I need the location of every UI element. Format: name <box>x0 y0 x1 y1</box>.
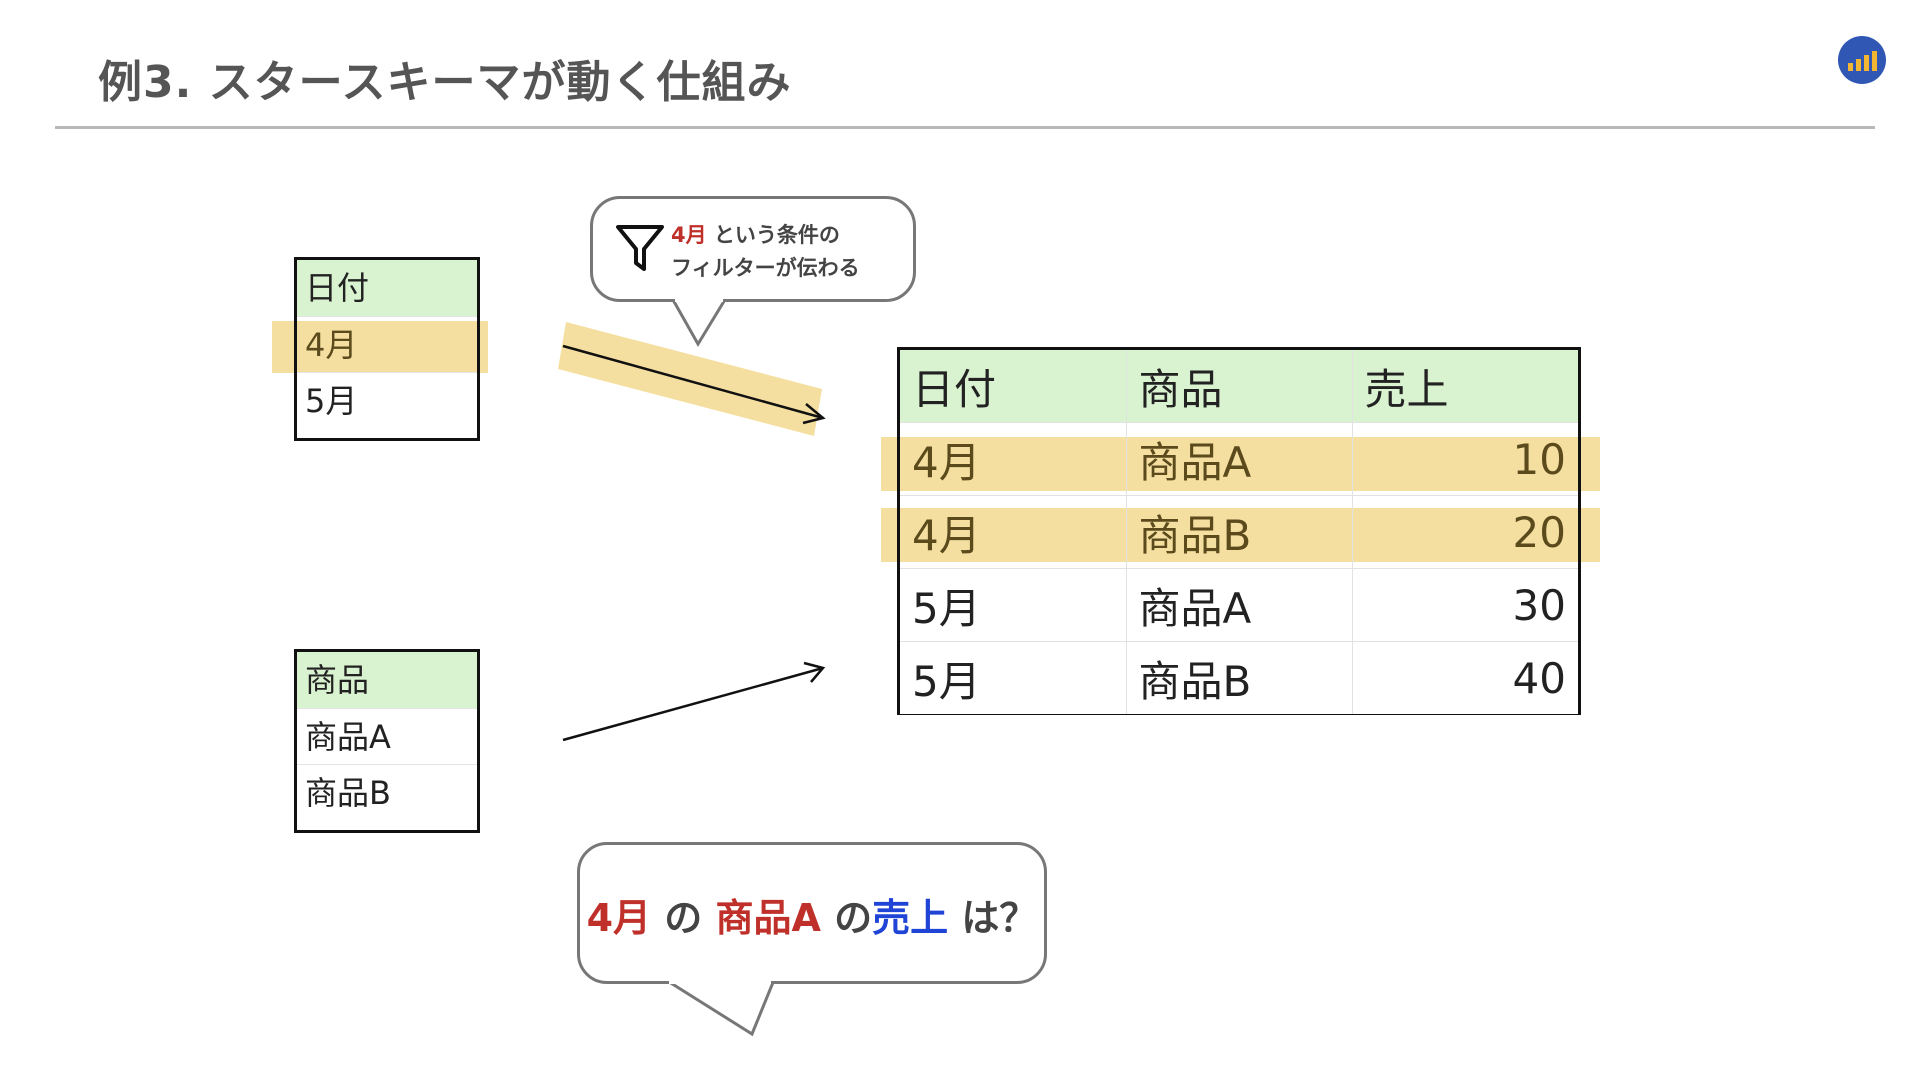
filter-icon <box>616 225 664 271</box>
date-filter-highlight <box>272 321 488 373</box>
fact-cell-sales: 30 <box>1351 568 1578 642</box>
filter-callout: 4月 という条件の フィルターが伝わる <box>590 196 916 302</box>
fact-row: 5月 商品B 40 <box>900 641 1578 714</box>
date-to-fact-arrow <box>562 344 824 420</box>
fact-cell-sales: 40 <box>1351 641 1578 714</box>
fact-header-date: 日付 <box>900 350 1126 423</box>
filter-text-line1: という条件の <box>706 223 840 247</box>
question-callout: 4月 の 商品A の売上 は？ <box>577 842 1047 984</box>
fact-cell-date: 4月 <box>900 422 1126 496</box>
question-sep: の <box>651 896 716 940</box>
title-divider <box>55 126 1875 129</box>
product-dimension-table: 商品 商品A 商品B <box>294 649 480 833</box>
fact-cell-date: 5月 <box>900 568 1126 642</box>
question-sep: の <box>820 896 873 940</box>
product-table-header: 商品 <box>297 652 477 708</box>
date-row-may: 5月 <box>297 372 477 428</box>
question-bubble-tail <box>660 978 777 1037</box>
fact-cell-sales: 20 <box>1351 495 1578 569</box>
fact-table: 日付 商品 売上 4月 商品A 10 4月 商品B 20 5月 商品A 30 <box>897 347 1581 715</box>
fact-row: 5月 商品A 30 <box>900 568 1578 642</box>
fact-header-product: 商品 <box>1125 350 1352 423</box>
filter-bubble-tail <box>669 296 729 347</box>
fact-cell-date: 4月 <box>900 495 1126 569</box>
question-month: 4月 <box>586 896 652 940</box>
filter-tail-mask <box>675 296 723 302</box>
filter-text-line2: フィルターが伝わる <box>671 256 860 280</box>
product-row-a: 商品A <box>297 708 477 764</box>
date-table-header: 日付 <box>297 260 477 316</box>
logo-icon <box>1838 36 1886 84</box>
filter-month-highlight: 4月 <box>671 223 707 247</box>
question-text: 4月 の 商品A の売上 は？ <box>580 887 1044 942</box>
fact-cell-product: 商品B <box>1125 495 1352 569</box>
question-sales: 売上 <box>872 896 949 940</box>
filter-flow-highlight <box>558 322 822 436</box>
fact-cell-product: 商品B <box>1125 641 1352 714</box>
product-to-fact-arrowhead <box>803 661 826 683</box>
product-to-fact-arrow <box>562 666 824 742</box>
fact-header-sales: 売上 <box>1351 350 1578 423</box>
fact-row: 4月 商品B 20 <box>900 495 1578 569</box>
fact-cell-date: 5月 <box>900 641 1126 714</box>
page-title: 例3. スタースキーマが動く仕組み <box>98 57 792 108</box>
filter-callout-text: 4月 という条件の フィルターが伝わる <box>671 219 860 285</box>
product-row-b: 商品B <box>297 764 477 820</box>
fact-row: 4月 商品A 10 <box>900 422 1578 496</box>
fact-cell-product: 商品A <box>1125 422 1352 496</box>
question-suffix: は？ <box>948 896 1038 940</box>
fact-cell-sales: 10 <box>1351 422 1578 496</box>
date-row-april: 4月 <box>297 316 477 372</box>
fact-table-header-row: 日付 商品 売上 <box>900 350 1578 423</box>
fact-cell-product: 商品A <box>1125 568 1352 642</box>
question-product: 商品A <box>715 896 821 940</box>
question-tail-mask <box>669 978 771 984</box>
date-dimension-table: 日付 4月 5月 <box>294 257 480 441</box>
date-to-fact-arrowhead <box>802 403 826 425</box>
